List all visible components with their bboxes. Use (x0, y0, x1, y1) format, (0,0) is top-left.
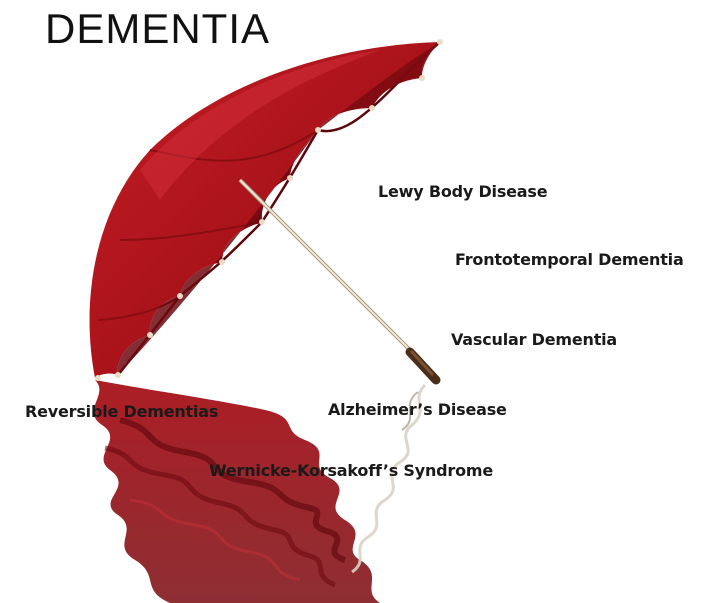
label-lewy-body-disease: Lewy Body Disease (378, 182, 547, 201)
label-wernicke-korsakoffs-syndrome: Wernicke-Korsakoff’s Syndrome (209, 461, 493, 480)
label-alzheimers-disease: Alzheimer’s Disease (328, 400, 507, 419)
page-title: DEMENTIA (45, 6, 270, 52)
label-frontotemporal-dementia: Frontotemporal Dementia (455, 250, 684, 269)
label-vascular-dementia: Vascular Dementia (451, 330, 617, 349)
label-reversible-dementias: Reversible Dementias (25, 402, 218, 421)
umbrella-handle (410, 352, 436, 380)
umbrella-shaft (240, 180, 412, 352)
